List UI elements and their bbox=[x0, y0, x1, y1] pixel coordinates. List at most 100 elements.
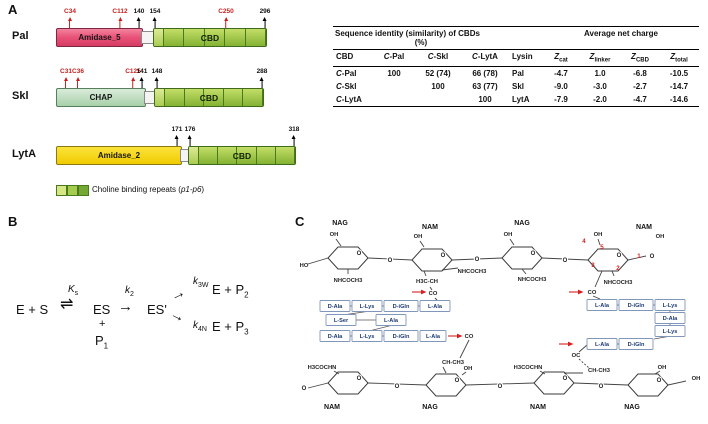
residue-marker: 296 bbox=[260, 8, 270, 28]
legend-swatch bbox=[78, 185, 89, 196]
cbd-repeat-segment bbox=[256, 147, 276, 164]
svg-text:D-iGln: D-iGln bbox=[628, 303, 645, 309]
up-arrow-icon bbox=[259, 76, 264, 81]
table-cell: Pal bbox=[512, 68, 525, 78]
table-cell: -3.0 bbox=[593, 81, 607, 91]
marker-label: 318 bbox=[288, 126, 300, 133]
cbd-domain: CBD bbox=[188, 146, 296, 165]
cbd-repeat-segment bbox=[223, 89, 244, 106]
marker-label: C112 bbox=[112, 8, 128, 15]
group-header-charge: Average net charge bbox=[543, 26, 699, 50]
cbd-repeat-segment bbox=[237, 147, 257, 164]
cbd-label: CBD bbox=[200, 32, 220, 43]
nhcoch3-label: NHCOCH3 bbox=[604, 280, 633, 286]
ring-oxygens: O O O O O O O O O O O O O O O O bbox=[301, 250, 663, 393]
svg-text:L-Ala: L-Ala bbox=[426, 334, 441, 340]
domain-label: Amidase_5 bbox=[78, 33, 121, 42]
panel-a-label: A bbox=[8, 2, 18, 17]
terminal-oxygen-label: O bbox=[302, 386, 307, 392]
sugar-ring bbox=[501, 246, 543, 270]
residue-marker: 171 bbox=[172, 126, 182, 146]
kinetic-es-prime: ES' bbox=[147, 302, 167, 317]
peptidoglycan-structure: O O O O O O O O O O O O O O O O HO OH OH… bbox=[300, 220, 701, 411]
table-row: C-LytA 100 LytA -7.9 -2.0 -4.7 -14.6 bbox=[333, 93, 699, 107]
marker-label: 288 bbox=[256, 68, 268, 75]
marker-label: 154 bbox=[149, 8, 161, 15]
sugar-label: NAM bbox=[530, 404, 546, 411]
product-ep2: E + P2 bbox=[212, 282, 249, 300]
residue-box: L-Ala bbox=[375, 314, 407, 326]
marker-label: 176 bbox=[184, 126, 196, 133]
column-header: ZCBD bbox=[621, 49, 659, 67]
sugar-label: NAG bbox=[332, 220, 348, 227]
nhcoch3-reversed-label: H3COCHN bbox=[514, 365, 543, 371]
row-label: C-LytA bbox=[336, 94, 362, 104]
marker-label: 141 bbox=[136, 68, 148, 75]
residue-marker: 141 bbox=[136, 68, 148, 88]
residue-marker: 154 bbox=[149, 8, 161, 28]
residue-marker: 288 bbox=[256, 68, 268, 88]
nhcoch3-label: NHCOCH3 bbox=[518, 277, 547, 283]
table-cell: 52 (74) bbox=[425, 68, 451, 78]
marker-label: C31 bbox=[60, 68, 72, 75]
marker-label: C34 bbox=[64, 8, 76, 15]
table-cell: -4.7 bbox=[633, 94, 647, 104]
residue-box: L-Lys bbox=[654, 299, 686, 311]
marker-label: C36 bbox=[72, 68, 84, 75]
residue-box: D-Ala bbox=[319, 330, 351, 342]
sugar-ring bbox=[533, 371, 575, 395]
k3w-constant: k3W bbox=[193, 276, 209, 289]
protein-name-skl: Skl bbox=[12, 90, 29, 102]
domain-label: Amidase_2 bbox=[97, 151, 141, 160]
oh-label: OH bbox=[504, 232, 513, 238]
up-arrow-icon bbox=[64, 76, 68, 81]
ring-oxygen-label: O bbox=[617, 253, 622, 259]
svg-text:D-Ala: D-Ala bbox=[328, 334, 343, 340]
marker-label: C125 bbox=[125, 68, 141, 75]
svg-text:L-Ala: L-Ala bbox=[384, 318, 399, 324]
residue-box: L-Ala bbox=[419, 300, 451, 312]
oh-label: OH bbox=[414, 234, 423, 240]
up-arrow-icon bbox=[130, 76, 135, 81]
kinetic-substrate: E + S bbox=[16, 302, 49, 317]
sugar-label: NAG bbox=[514, 220, 530, 227]
residue-marker: 148 bbox=[152, 68, 162, 88]
sugar-ring bbox=[627, 373, 669, 397]
plus-sign: + bbox=[99, 318, 106, 330]
up-arrow-icon bbox=[152, 16, 157, 21]
residue-marker: 176 bbox=[184, 126, 196, 146]
table-cell: Skl bbox=[512, 81, 525, 91]
residue-box: L-Ser bbox=[325, 314, 357, 326]
nhcoch3-label: NHCOCH3 bbox=[458, 269, 487, 275]
cbd-label: CBD bbox=[232, 150, 252, 161]
residue-box: D-iGln bbox=[383, 330, 419, 342]
cleavage-arrow-icon bbox=[569, 289, 584, 295]
terminal-oxygen-label: O bbox=[650, 254, 655, 260]
table-cell: -14.7 bbox=[669, 81, 689, 91]
cbd-repeat-segment bbox=[154, 29, 164, 46]
sugar-label: NAM bbox=[422, 224, 438, 231]
table-cell: 63 (77) bbox=[472, 81, 498, 91]
residue-box: D-Ala bbox=[654, 312, 686, 324]
group-header-identity: Sequence identity (similarity) of CBDs (… bbox=[333, 26, 509, 50]
nhcoch3-label: NHCOCH3 bbox=[334, 278, 363, 284]
catalytic-domain: CHAP bbox=[56, 88, 146, 107]
oh-label: OH bbox=[656, 234, 665, 240]
ring-oxygen-label: O bbox=[455, 378, 460, 384]
up-arrow-icon bbox=[118, 16, 122, 21]
column-header: CBD bbox=[333, 49, 373, 67]
svg-text:D-iGln: D-iGln bbox=[393, 304, 410, 310]
cbd-repeat-segment bbox=[199, 147, 219, 164]
table-cell: 100 bbox=[478, 94, 492, 104]
glycosidic-oxygen-label: O bbox=[395, 384, 400, 390]
cys-marker: C34 bbox=[64, 8, 76, 28]
equilibrium-arrows-icon: ⇌ bbox=[60, 296, 74, 313]
carbon-number: 3 bbox=[591, 262, 595, 269]
oh-label: OH bbox=[692, 376, 701, 382]
branch-arrow-down-icon: → bbox=[167, 304, 189, 327]
lactyl-label: CH-CH3 bbox=[588, 368, 611, 374]
carbon-number: 4 bbox=[582, 238, 586, 245]
cbd-label: CBD bbox=[199, 92, 219, 103]
up-arrow-icon bbox=[76, 76, 80, 81]
